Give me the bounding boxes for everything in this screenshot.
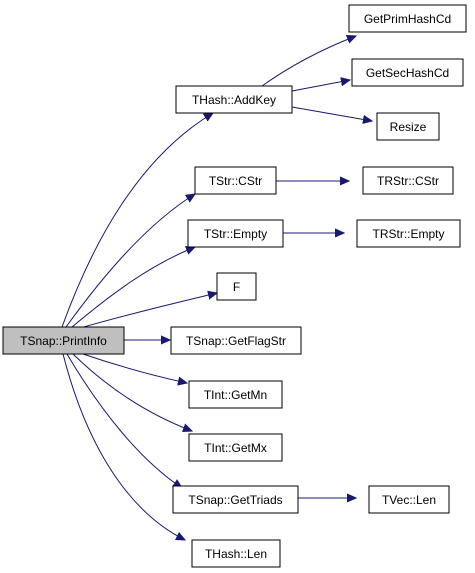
node-label: TSnap::PrintInfo [20,334,107,348]
node-label: GetSecHashCd [366,66,449,80]
node-tsnap-printinfo[interactable]: TSnap::PrintInfo [2,326,125,355]
node-label: TInt::GetMn [204,388,267,402]
edge-addkey-getprimhashcd [261,36,356,87]
node-label: TSnap::GetFlagStr [186,334,286,348]
node-tsnap-gettriads[interactable]: TSnap::GetTriads [172,485,299,514]
node-tstr-cstr[interactable]: TStr::CStr [194,166,277,195]
edge-printinfo-thashlen [62,353,185,540]
node-label: GetPrimHashCd [364,12,451,26]
node-thash-addkey[interactable]: THash::AddKey [175,85,293,114]
node-label: THash::Len [205,547,267,561]
edge-printinfo-tstrcstr [65,194,195,328]
node-label: Resize [390,120,427,134]
node-label: THash::AddKey [192,93,276,107]
edge-addkey-resize [291,106,372,121]
edge-printinfo-addkey [61,113,213,328]
node-label: TStr::CStr [209,174,262,188]
node-label: TRStr::CStr [377,174,439,188]
node-label: TRStr::Empty [372,227,444,241]
edge-printinfo-f [79,293,217,329]
node-label: TInt::GetMx [204,441,267,455]
node-trstr-empty[interactable]: TRStr::Empty [356,219,461,248]
edge-printinfo-tstrempty [71,247,195,328]
node-tint-getmn[interactable]: TInt::GetMn [188,380,283,409]
node-label: TVec::Len [382,493,436,507]
node-thash-len[interactable]: THash::Len [191,539,281,568]
node-getprimhashcd[interactable]: GetPrimHashCd [348,4,467,33]
node-tstr-empty[interactable]: TStr::Empty [187,219,284,248]
node-label: TSnap::GetTriads [188,493,282,507]
node-tsnap-getflagstr[interactable]: TSnap::GetFlagStr [170,326,302,355]
node-label: TStr::Empty [204,227,267,241]
edge-printinfo-gettriads [66,353,182,488]
nodes: TSnap::PrintInfo THash::AddKey GetPrimHa… [2,4,467,568]
edges [61,36,372,540]
edge-printinfo-getmn [79,352,187,383]
node-tint-getmx[interactable]: TInt::GetMx [188,433,283,462]
node-getsechashcd[interactable]: GetSecHashCd [351,58,464,87]
node-label: F [233,280,240,294]
node-trstr-cstr[interactable]: TRStr::CStr [362,166,454,195]
node-f[interactable]: F [216,272,257,301]
node-tvec-len[interactable]: TVec::Len [368,485,450,514]
edge-printinfo-getmx [72,353,192,431]
edge-addkey-getsechashcd [291,80,350,92]
node-resize[interactable]: Resize [376,112,440,141]
